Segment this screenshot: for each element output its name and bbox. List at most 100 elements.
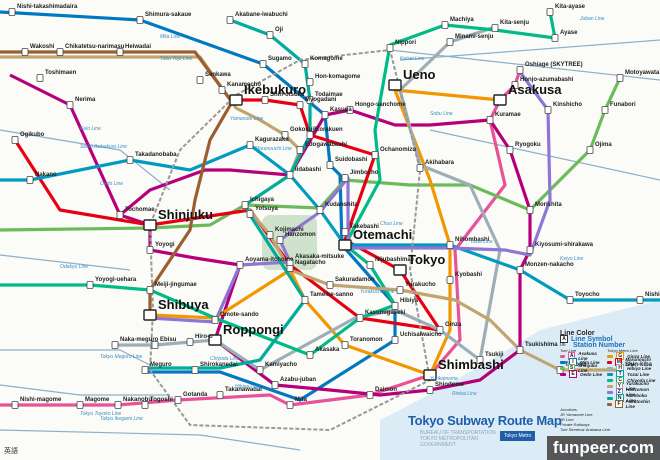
station-label[interactable]: Funabori	[610, 102, 636, 108]
station-label[interactable]: Machiya	[450, 17, 474, 23]
station-marker[interactable]	[143, 309, 157, 321]
station-label[interactable]: Shirokanedai	[200, 362, 238, 368]
station-marker[interactable]	[256, 366, 264, 374]
station-marker[interactable]	[486, 116, 494, 124]
station-label[interactable]: Kamiyacho	[265, 362, 297, 368]
station-marker[interactable]	[8, 8, 16, 16]
station-label[interactable]: Akasaka-mitsuke	[295, 254, 345, 260]
station-label[interactable]: Hibiya	[400, 298, 419, 304]
station-label[interactable]: Nishi-takashimadaira	[17, 4, 78, 10]
station-marker[interactable]	[286, 401, 294, 409]
station-label[interactable]: Hanzomon	[285, 232, 316, 238]
station-label[interactable]: Nerima	[75, 97, 96, 103]
station-label[interactable]: Minami-senju	[455, 34, 494, 40]
station-marker[interactable]	[281, 131, 289, 139]
route-marunouchi[interactable]	[13, 98, 442, 332]
station-marker[interactable]	[191, 366, 199, 374]
station-label[interactable]: Toranomon	[350, 337, 383, 343]
station-marker[interactable]	[259, 60, 267, 68]
station-marker[interactable]	[386, 44, 394, 52]
route-tozai[interactable]	[0, 143, 660, 302]
station-marker[interactable]	[396, 286, 404, 294]
station-label[interactable]: Chikatetsu-narimasu	[65, 44, 125, 50]
station-label[interactable]: Naka-meguro	[120, 337, 159, 343]
station-marker[interactable]	[306, 131, 314, 139]
station-label[interactable]: Oji	[275, 27, 283, 33]
station-marker[interactable]	[266, 231, 274, 239]
station-label[interactable]: Tsukishima	[525, 342, 558, 348]
station-marker[interactable]	[301, 296, 309, 304]
station-label[interactable]: Heiwadai	[125, 44, 151, 50]
station-marker[interactable]	[36, 74, 44, 82]
station-marker[interactable]	[506, 146, 514, 154]
station-marker[interactable]	[271, 381, 279, 389]
station-label[interactable]: Ochanomizu	[380, 147, 416, 153]
station-label[interactable]: Suidobashi	[335, 157, 368, 163]
station-label[interactable]: Nishi-funabashi	[645, 292, 660, 298]
station-label[interactable]: Ginza	[445, 322, 462, 328]
route-mita[interactable]	[0, 10, 397, 402]
station-marker[interactable]	[544, 106, 552, 114]
station-marker[interactable]	[236, 261, 244, 269]
station-label[interactable]: Shin-kiba	[625, 362, 653, 368]
station-label[interactable]: Shimura-sakaue	[145, 12, 192, 18]
station-label[interactable]: Kyobashi	[455, 272, 482, 278]
station-marker[interactable]	[26, 176, 34, 184]
station-marker[interactable]	[241, 201, 249, 209]
station-marker[interactable]	[388, 79, 402, 91]
station-marker[interactable]	[306, 78, 314, 86]
station-marker[interactable]	[356, 314, 364, 322]
station-marker[interactable]	[366, 261, 374, 269]
station-marker[interactable]	[426, 386, 434, 394]
station-marker[interactable]	[491, 24, 499, 32]
station-marker[interactable]	[526, 206, 534, 214]
station-label[interactable]: Kuramae	[495, 112, 521, 118]
station-label[interactable]: Honjo-azumabashi	[520, 77, 574, 83]
station-marker[interactable]	[341, 174, 349, 182]
station-label[interactable]: Myogadani	[305, 97, 337, 103]
station-label[interactable]: Roppongi	[223, 322, 284, 337]
station-label[interactable]: Iidabashi	[295, 167, 321, 173]
station-marker[interactable]	[391, 302, 399, 310]
station-marker[interactable]	[516, 66, 524, 74]
station-label[interactable]: Ikebukuro	[244, 82, 306, 97]
station-label[interactable]: Nihombashi	[455, 237, 490, 243]
station-label[interactable]: Morishita	[535, 202, 562, 208]
station-marker[interactable]	[371, 151, 379, 159]
station-label[interactable]: Akabane-iwabuchi	[235, 12, 288, 18]
station-label[interactable]: Hongo-sanchome	[355, 102, 406, 108]
station-label[interactable]: Yoyogi-uehara	[95, 277, 137, 283]
station-label[interactable]: Kagurazaka	[255, 137, 289, 143]
station-marker[interactable]	[516, 266, 524, 274]
station-marker[interactable]	[114, 401, 122, 409]
station-marker[interactable]	[211, 316, 219, 324]
station-label[interactable]: Mita	[295, 397, 308, 403]
station-label[interactable]: Meiji-jingumae	[155, 282, 197, 288]
station-label[interactable]: Komagome	[310, 56, 343, 62]
station-marker[interactable]	[516, 346, 524, 354]
station-label[interactable]: Sugamo	[268, 56, 292, 62]
route-hanzomon[interactable]	[149, 71, 552, 324]
station-label[interactable]: Shiodome	[435, 382, 465, 388]
station-marker[interactable]	[208, 334, 222, 346]
station-label[interactable]: Hon-komagome	[315, 74, 361, 80]
station-label[interactable]: Korakuen	[315, 127, 343, 133]
station-label[interactable]: Ichigaya	[250, 197, 275, 203]
station-marker[interactable]	[301, 60, 309, 68]
station-marker[interactable]	[146, 246, 154, 254]
station-label[interactable]: Azabu-juban	[280, 377, 316, 383]
station-label[interactable]: Senkawa	[205, 72, 231, 78]
station-marker[interactable]	[246, 210, 254, 218]
station-label[interactable]: Yoyogi	[155, 242, 175, 248]
station-label[interactable]: Gotanda	[183, 392, 208, 398]
station-marker[interactable]	[11, 401, 19, 409]
station-marker[interactable]	[296, 101, 304, 109]
station-marker[interactable]	[446, 241, 454, 249]
station-marker[interactable]	[306, 96, 314, 104]
station-label[interactable]: Todaimae	[315, 92, 343, 98]
station-marker[interactable]	[216, 391, 224, 399]
station-marker[interactable]	[276, 236, 284, 244]
station-label[interactable]: Kudanshita	[325, 202, 358, 208]
station-label[interactable]: Nakano	[35, 172, 57, 178]
station-label[interactable]: Gokokuji	[290, 127, 316, 133]
